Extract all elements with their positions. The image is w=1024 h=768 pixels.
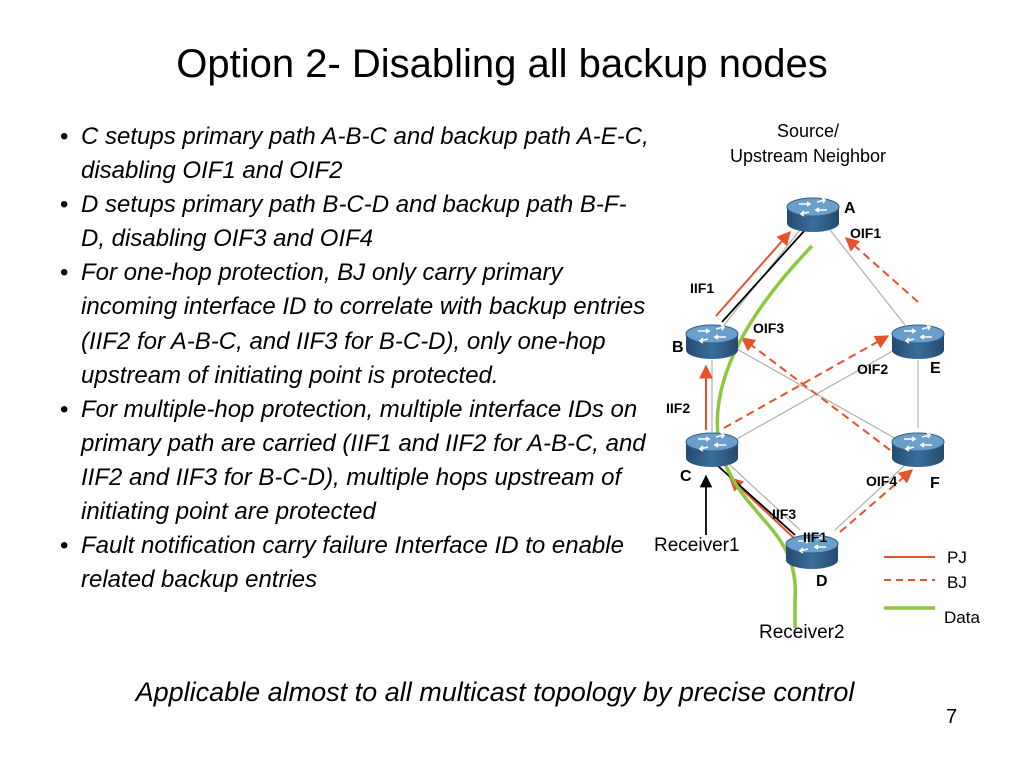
pj-paths <box>699 230 797 541</box>
pj-d-to-c <box>728 477 797 541</box>
router-f-icon <box>891 432 945 468</box>
bj-e-to-a <box>844 237 919 303</box>
node-label-d: D <box>816 573 828 590</box>
bj-c-to-e <box>723 335 890 429</box>
bj-d-to-f <box>839 469 914 533</box>
legend-data-label: Data <box>944 608 980 627</box>
node-label-c: C <box>680 468 692 485</box>
link-c-d <box>729 464 801 531</box>
black-b-a <box>721 229 806 323</box>
bullet-item: C setups primary path A-B-C and backup p… <box>60 120 650 188</box>
link-a-e <box>829 229 906 326</box>
receiver2-label: Receiver2 <box>759 622 845 643</box>
bullet-item: Fault notification carry failure Interfa… <box>60 529 650 597</box>
router-b-icon <box>685 324 739 360</box>
router-e-icon <box>891 324 945 360</box>
source-label-line1: Source/ <box>777 121 839 141</box>
page-number: 7 <box>946 706 958 728</box>
node-label-f: F <box>930 475 940 492</box>
node-label-e: E <box>930 360 941 377</box>
interface-label-oif1: OIF1 <box>850 225 881 241</box>
bj-paths <box>723 237 919 533</box>
bullet-list: C setups primary path A-B-C and backup p… <box>60 120 650 597</box>
legend-bj-label: BJ <box>947 573 967 592</box>
page-title: Option 2- Disabling all backup nodes <box>176 42 828 86</box>
legend: PJ BJ Data <box>884 548 980 627</box>
bullet-item: D setups primary path B-C-D and backup p… <box>60 188 650 256</box>
interface-label-iif3: IIF3 <box>772 506 796 522</box>
interface-label-iif2: IIF2 <box>666 400 690 416</box>
router-c-icon <box>685 432 739 468</box>
node-label-b: B <box>672 339 684 356</box>
interface-label-iif1-d: IIF1 <box>803 529 827 545</box>
bullet-item: For one-hop protection, BJ only carry pr… <box>60 256 650 392</box>
receiver1-label: Receiver1 <box>654 535 740 556</box>
link-f-d <box>834 464 906 531</box>
legend-pj-label: PJ <box>947 548 967 567</box>
source-label-line2: Upstream Neighbor <box>730 146 886 166</box>
interface-label-oif3: OIF3 <box>753 320 784 336</box>
interface-label-oif2: OIF2 <box>857 361 888 377</box>
bottom-note: Applicable almost to all multicast topol… <box>135 677 855 707</box>
interface-label-iif1-ab: IIF1 <box>690 280 714 296</box>
bullet-item: For multiple-hop protection, multiple in… <box>60 393 650 529</box>
bj-f-to-b <box>740 337 891 451</box>
pj-b-to-a <box>715 230 791 317</box>
node-label-a: A <box>844 200 856 217</box>
router-a-icon <box>786 197 840 233</box>
interface-label-oif4: OIF4 <box>866 473 897 489</box>
